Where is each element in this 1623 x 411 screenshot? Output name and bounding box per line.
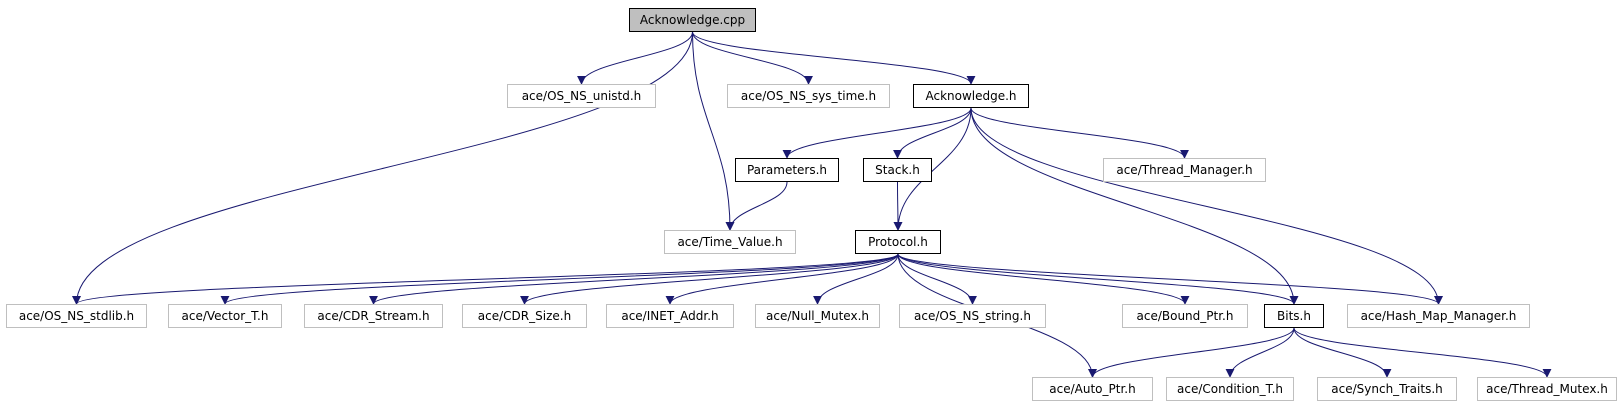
edge-protocol-to-os_string bbox=[897, 253, 977, 305]
node-thread-manager[interactable]: ace/Thread_Manager.h bbox=[1103, 158, 1266, 182]
node-acknowledge-cpp: Acknowledge.cpp bbox=[629, 8, 756, 32]
node-thread-mutex[interactable]: ace/Thread_Mutex.h bbox=[1477, 377, 1617, 401]
edge-ack_cpp-to-os_systime bbox=[692, 31, 813, 85]
edge-protocol-to-bound_ptr bbox=[897, 253, 1190, 305]
node-condition-t[interactable]: ace/Condition_T.h bbox=[1166, 377, 1294, 401]
edge-ack_h-to-stack bbox=[893, 107, 972, 159]
node-os-ns-stdlib[interactable]: ace/OS_NS_stdlib.h bbox=[6, 304, 147, 328]
node-synch-traits[interactable]: ace/Synch_Traits.h bbox=[1317, 377, 1457, 401]
edge-bits-to-condition_t bbox=[1225, 327, 1295, 378]
node-stack-h[interactable]: Stack.h bbox=[863, 158, 932, 182]
edge-ack_cpp-to-ack_h bbox=[692, 31, 976, 85]
edge-ack_h-to-hash_map bbox=[970, 107, 1443, 305]
edge-params-to-time_value bbox=[725, 181, 788, 231]
node-null-mutex[interactable]: ace/Null_Mutex.h bbox=[755, 304, 880, 328]
edge-ack_cpp-to-time_value bbox=[692, 31, 735, 231]
edge-protocol-to-inet_addr bbox=[665, 253, 899, 305]
node-os-ns-string[interactable]: ace/OS_NS_string.h bbox=[899, 304, 1046, 328]
node-cdr-size[interactable]: ace/CDR_Size.h bbox=[462, 304, 587, 328]
edge-protocol-to-os_stdlib bbox=[72, 253, 899, 305]
edge-ack_h-to-params bbox=[782, 107, 972, 159]
edge-ack_h-to-thread_mgr bbox=[970, 107, 1189, 159]
node-inet-addr[interactable]: ace/INET_Addr.h bbox=[606, 304, 734, 328]
edge-bits-to-synch_traits bbox=[1293, 327, 1392, 378]
edge-bits-to-auto_ptr bbox=[1088, 327, 1295, 378]
node-time-value[interactable]: ace/Time_Value.h bbox=[664, 230, 796, 254]
node-os-ns-sys-time[interactable]: ace/OS_NS_sys_time.h bbox=[727, 84, 890, 108]
node-bound-ptr[interactable]: ace/Bound_Ptr.h bbox=[1122, 304, 1248, 328]
edge-ack_cpp-to-os_stdlib bbox=[72, 31, 693, 305]
edge-ack_cpp-to-os_unistd bbox=[577, 31, 693, 85]
edge-protocol-to-vector_t bbox=[220, 253, 899, 305]
node-auto-ptr[interactable]: ace/Auto_Ptr.h bbox=[1032, 377, 1153, 401]
node-acknowledge-h[interactable]: Acknowledge.h bbox=[913, 84, 1029, 108]
node-cdr-stream[interactable]: ace/CDR_Stream.h bbox=[304, 304, 443, 328]
node-vector-t[interactable]: ace/Vector_T.h bbox=[168, 304, 282, 328]
node-protocol-h[interactable]: Protocol.h bbox=[855, 230, 941, 254]
edge-protocol-to-cdr_stream bbox=[369, 253, 899, 305]
edge-stack-to-protocol bbox=[893, 181, 903, 231]
edge-protocol-to-null_mutex bbox=[813, 253, 899, 305]
edge-protocol-to-bits bbox=[897, 253, 1299, 305]
node-os-ns-unistd[interactable]: ace/OS_NS_unistd.h bbox=[507, 84, 656, 108]
edge-protocol-to-cdr_size bbox=[520, 253, 899, 305]
edge-ack_h-to-bits bbox=[970, 107, 1299, 305]
edge-protocol-to-hash_map bbox=[897, 253, 1443, 305]
node-bits-h[interactable]: Bits.h bbox=[1264, 304, 1324, 328]
edge-bits-to-thread_mutex bbox=[1293, 327, 1552, 378]
node-hash-map-manager[interactable]: ace/Hash_Map_Manager.h bbox=[1347, 304, 1530, 328]
node-parameters-h[interactable]: Parameters.h bbox=[735, 158, 839, 182]
edge-ack_h-to-protocol bbox=[893, 107, 972, 231]
